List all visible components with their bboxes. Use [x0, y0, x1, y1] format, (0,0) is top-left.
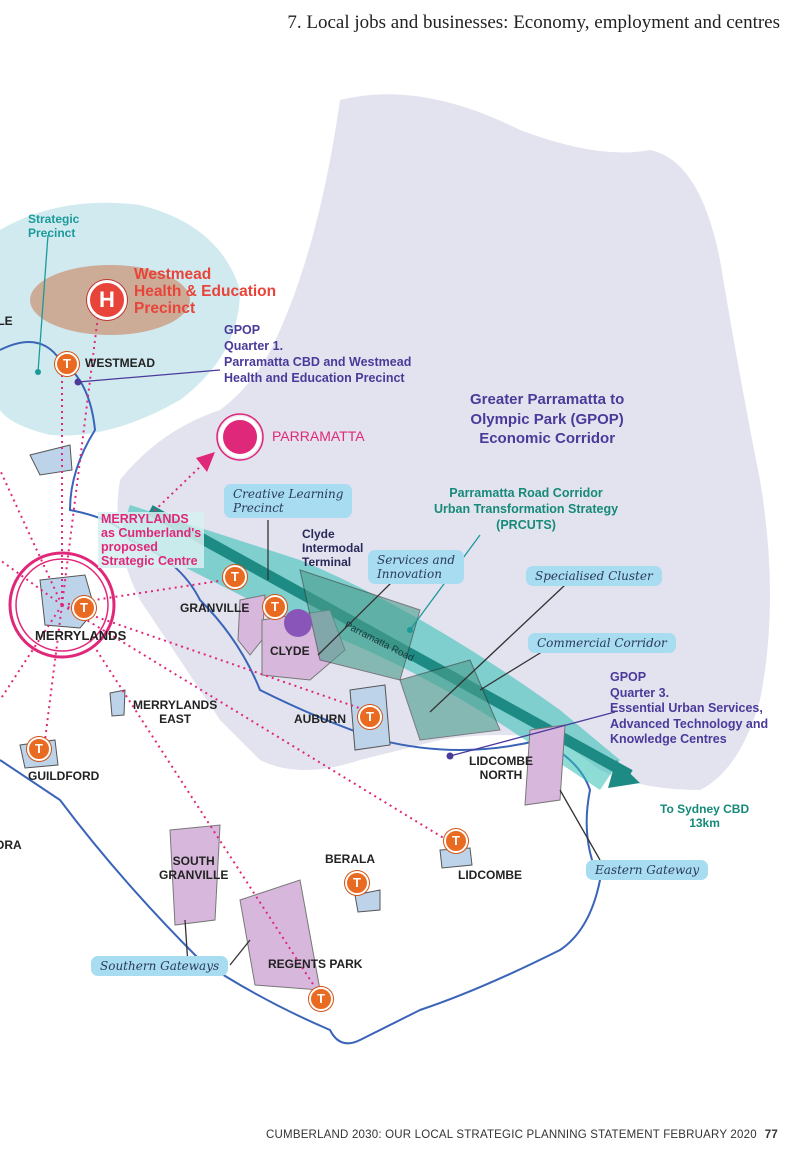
regents-park-precinct: [239, 879, 321, 991]
granville-label: GRANVILLE: [180, 601, 250, 615]
westmead-h-icon: H: [87, 280, 127, 320]
gpop-q3-label: GPOP Quarter 3. Essential Urban Services…: [610, 670, 769, 746]
merrylands-parramatta-link: [149, 461, 206, 516]
partial-ora-label: ORA: [0, 838, 22, 852]
creative-learning-tag: Creative Learning Precinct: [224, 484, 353, 518]
westmead-station-area: [29, 444, 73, 476]
strategic-precinct-label: Strategic Precinct: [28, 212, 80, 240]
commercial-corridor-tag: Commercial Corridor: [528, 633, 676, 653]
guildford-train-icon: T: [27, 737, 51, 761]
gpop-q1-label: GPOP Quarter 1. Parramatta CBD and Westm…: [224, 323, 412, 385]
prcuts-label: Parramatta Road Corridor Urban Transform…: [434, 486, 619, 532]
specialised-cluster-tag: Specialised Cluster: [526, 566, 662, 586]
lga-boundary: [0, 341, 602, 1045]
lidcombe-north-precinct: [524, 724, 566, 806]
south-granville-precinct: [169, 824, 221, 926]
regents-park-train-icon: T: [309, 987, 333, 1011]
radial-links: [0, 299, 456, 996]
merrylands-ring: [8, 551, 116, 659]
partial-lle-label: LLE: [0, 314, 13, 328]
to-sydney-label: To Sydney CBD 13km: [660, 802, 750, 830]
berala-precinct: [354, 889, 381, 913]
merrylands-centre-label: MERRYLANDS as Cumberland's proposed Stra…: [98, 512, 205, 568]
merrylands-ring-inner: [15, 558, 109, 652]
parramatta-label: PARRAMATTA: [272, 428, 365, 444]
parramatta-arrowhead: [196, 452, 215, 472]
page-number: 77: [764, 1129, 778, 1141]
lidcombe-label: LIDCOMBE: [458, 868, 522, 882]
southern-gateways-tag: Southern Gateways: [91, 956, 229, 976]
footer-text: CUMBERLAND 2030: OUR LOCAL STRATEGIC PLA…: [266, 1129, 757, 1141]
eastern-gateway-tag: Eastern Gateway: [586, 860, 709, 880]
granville-precinct: [237, 594, 266, 656]
merrylands-train-icon: T: [72, 596, 96, 620]
lidcombe-north-label: LIDCOMBE NORTH: [469, 754, 533, 782]
regents-park-label: REGENTS PARK: [268, 957, 363, 971]
westmead-title: Westmead Health & Education Precinct: [134, 266, 277, 317]
clyde-terminal-label: Clyde Intermodal Terminal: [302, 527, 364, 569]
westmead-label: WESTMEAD: [85, 356, 155, 370]
services-innovation-tag: Services and Innovation: [368, 550, 465, 584]
auburn-train-icon: T: [358, 705, 382, 729]
clyde-freight-icon: [284, 609, 312, 637]
lidcombe-train-icon: T: [444, 829, 468, 853]
auburn-label: AUBURN: [294, 712, 346, 726]
page-footer: CUMBERLAND 2030: OUR LOCAL STRATEGIC PLA…: [266, 1129, 778, 1141]
berala-train-icon: T: [345, 871, 369, 895]
westmead-train-icon: T: [55, 352, 79, 376]
parramatta-marker: [219, 416, 261, 458]
page-header: 7. Local jobs and businesses: Economy, e…: [287, 12, 780, 33]
south-granville-label: SOUTH GRANVILLE: [159, 854, 229, 882]
merrylands-label: MERRYLANDS: [35, 628, 127, 643]
clyde-train-icon: T: [263, 595, 287, 619]
granville-train-icon: T: [223, 565, 247, 589]
clyde-label: CLYDE: [270, 644, 310, 658]
merrylands-east-precinct: [109, 689, 126, 717]
merrylands-east-label: MERRYLANDS EAST: [133, 698, 218, 726]
leader-lines: [35, 234, 616, 966]
corridor-arrowhead: [608, 760, 640, 788]
guildford-label: GUILDFORD: [28, 769, 100, 783]
gpop-corridor-title: Greater Parramatta to Olympic Park (GPOP…: [470, 391, 625, 447]
specialised-area: [399, 659, 501, 741]
berala-label: BERALA: [325, 852, 375, 866]
